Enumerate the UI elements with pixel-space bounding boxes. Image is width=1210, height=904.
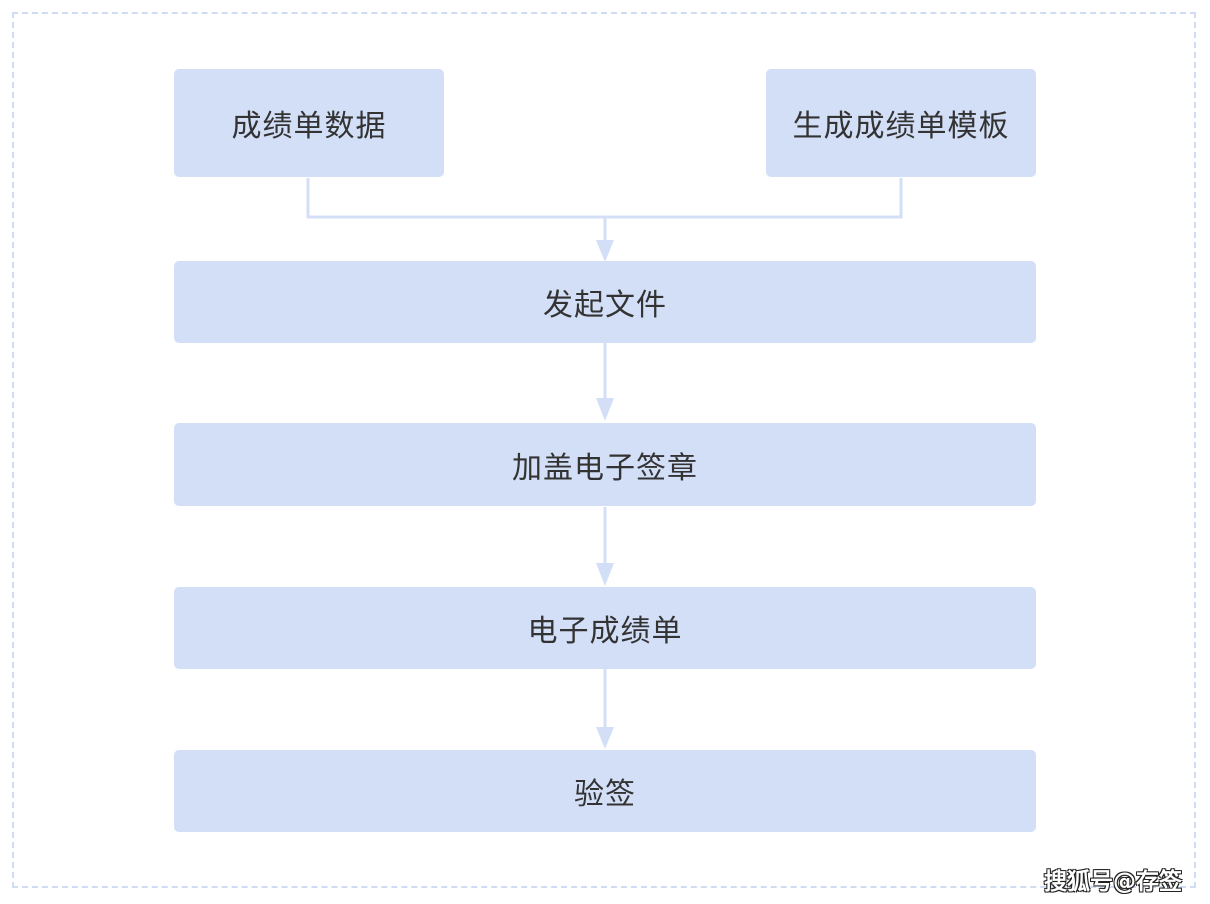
node-initiate-file-label: 发起文件	[543, 288, 667, 323]
node-e-transcript-label: 电子成绩单	[527, 614, 683, 649]
node-apply-e-seal: 加盖电子签章	[174, 423, 1036, 506]
node-apply-e-seal-label: 加盖电子签章	[512, 450, 698, 486]
node-score-data-label: 成绩单数据	[231, 109, 387, 144]
diagram-frame	[12, 12, 1196, 888]
node-generate-template-label: 生成成绩单模板	[792, 109, 1010, 144]
watermark: 搜狐号@存签	[1044, 869, 1182, 895]
node-generate-template: 生成成绩单模板	[766, 69, 1036, 177]
node-e-transcript: 电子成绩单	[174, 587, 1036, 669]
node-verify-signature: 验签	[174, 750, 1036, 832]
node-verify-signature-label: 验签	[574, 777, 636, 812]
node-score-data: 成绩单数据	[174, 69, 444, 177]
node-initiate-file: 发起文件	[174, 261, 1036, 343]
